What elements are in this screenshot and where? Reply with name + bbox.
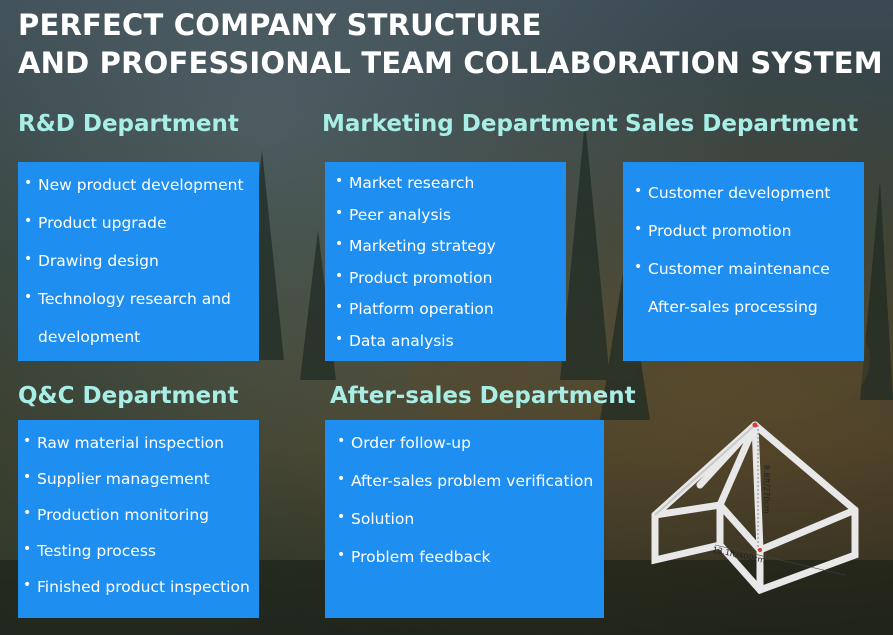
rd-department-heading: R&D Department <box>18 111 239 137</box>
sales-department-box: Customer development Product promotion C… <box>623 162 864 361</box>
qc-item: Raw material inspection <box>23 430 259 468</box>
dome-frame-drawing: 8.8ft/270cm 13.1ft/400cm <box>651 421 859 595</box>
qc-item: Supplier management <box>23 466 259 504</box>
title-line-1: PERFECT COMPANY STRUCTURE <box>18 8 542 42</box>
qc-department-box: Raw material inspection Supplier managem… <box>18 420 259 618</box>
marketing-department-box: Market research Peer analysis Marketing … <box>325 162 566 361</box>
marketing-item: Peer analysis <box>335 202 566 236</box>
qc-item: Testing process <box>23 538 259 576</box>
aftersales-department-heading: After-sales Department <box>330 383 636 409</box>
sales-item: Customer maintenance <box>634 256 864 296</box>
qc-item: Finished product inspection <box>23 574 259 612</box>
qc-item: Production monitoring <box>23 502 259 540</box>
aftersales-department-box: Order follow-up After-sales problem veri… <box>325 420 604 618</box>
aftersales-item: Solution <box>337 506 604 546</box>
rd-item: Drawing design <box>24 248 259 288</box>
sales-item: Customer development <box>634 180 864 220</box>
rd-item-continued: development <box>38 328 141 346</box>
marketing-item: Market research <box>335 170 566 204</box>
sales-department-heading: Sales Department <box>625 111 859 137</box>
rd-item: New product development <box>24 172 259 212</box>
marketing-department-heading: Marketing Department <box>322 111 618 137</box>
marketing-item: Product promotion <box>335 265 566 299</box>
marketing-item: Platform operation <box>335 296 566 330</box>
sales-item: After-sales processing <box>648 298 818 316</box>
height-dimension-label: 8.8ft/270cm <box>762 465 771 514</box>
aftersales-item: Order follow-up <box>337 430 604 470</box>
marketing-item: Marketing strategy <box>335 233 566 267</box>
dome-frame-image: 8.8ft/270cm 13.1ft/400cm <box>640 410 880 610</box>
aftersales-item: After-sales problem verification <box>337 468 604 508</box>
qc-department-heading: Q&C Department <box>18 383 239 409</box>
rd-item: Technology research and <box>24 286 259 326</box>
aftersales-item: Problem feedback <box>337 544 604 584</box>
rd-item: Product upgrade <box>24 210 259 250</box>
sales-item: Product promotion <box>634 218 864 258</box>
marketing-item: Data analysis <box>335 328 566 362</box>
rd-department-box: New product development Product upgrade … <box>18 162 259 361</box>
page-title: PERFECT COMPANY STRUCTURE AND PROFESSION… <box>18 6 883 82</box>
title-line-2: AND PROFESSIONAL TEAM COLLABORATION SYST… <box>18 46 883 80</box>
